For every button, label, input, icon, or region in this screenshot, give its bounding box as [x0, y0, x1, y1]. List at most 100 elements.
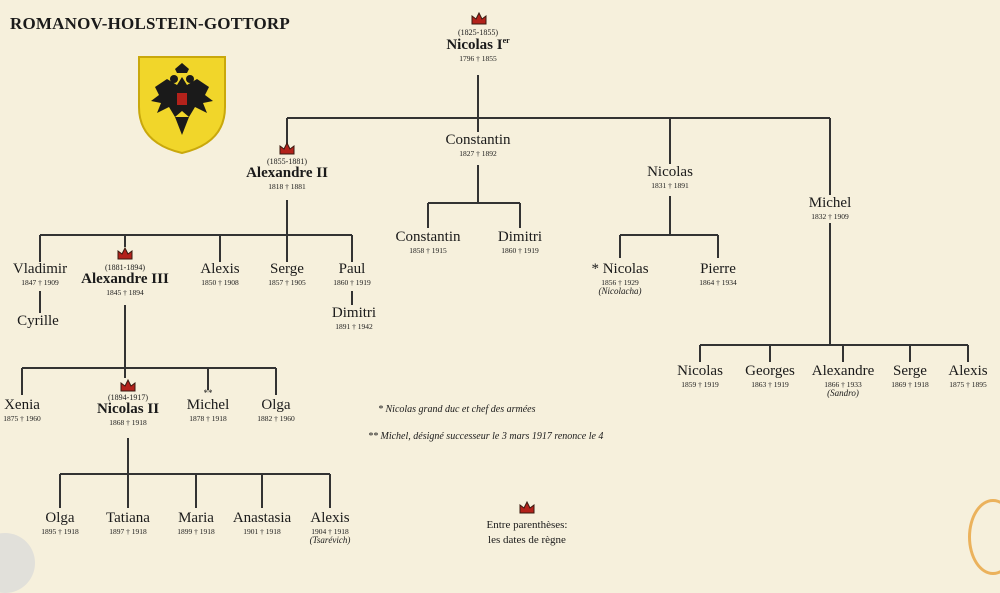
crown-icon — [117, 246, 133, 260]
person-name: Nicolas II — [96, 401, 160, 418]
life-dates: 1899 † 1918 — [177, 526, 215, 536]
node-maria: Maria 1899 † 1918 — [177, 510, 215, 536]
node-pierre: Pierre 1864 † 1934 — [699, 261, 737, 287]
node-m-alexis: Alexis 1875 † 1895 — [948, 363, 988, 389]
life-dates: 1832 † 1909 — [811, 211, 849, 221]
person-name: Dimitri — [497, 229, 543, 245]
life-dates: 1859 † 1919 — [681, 379, 719, 389]
person-name: Dimitri — [331, 305, 377, 321]
person-name: Maria — [178, 510, 214, 526]
person-name: Paul — [338, 261, 366, 277]
node-michel: Michel 1832 † 1909 — [808, 195, 852, 221]
life-dates: 1901 † 1918 — [243, 526, 281, 536]
life-dates: 1860 † 1919 — [501, 245, 539, 255]
life-dates: 1856 † 1929 — [601, 277, 639, 287]
footnote-michel: ** Michel, désigné successeur le 3 mars … — [368, 431, 604, 442]
crown-icon — [120, 378, 136, 392]
person-name: * Nicolas — [591, 261, 649, 277]
nickname: (Tsarévich) — [309, 534, 351, 545]
node-alexandre-iii: (1881-1894) Alexandre III 1845 † 1894 — [81, 263, 169, 298]
person-name: Alexandre II — [246, 165, 328, 182]
node-olga: Olga 1882 † 1960 — [257, 397, 295, 423]
node-anastasia: Anastasia 1901 † 1918 — [232, 510, 292, 536]
life-dates: 1847 † 1909 — [21, 277, 59, 287]
person-name: Constantin — [395, 229, 461, 245]
node-m-nicolas: Nicolas 1859 † 1919 — [677, 363, 723, 389]
person-name: Cyrille — [17, 313, 59, 329]
node-alexis: Alexis 1850 † 1908 — [200, 261, 240, 287]
person-name: Michel — [808, 195, 852, 211]
crown-icon — [471, 11, 487, 25]
person-name: Alexis — [200, 261, 240, 277]
life-dates: 1868 † 1918 — [109, 418, 147, 428]
node-nicolas-ii: (1894-1917) Nicolas II 1868 † 1918 — [96, 393, 160, 428]
person-name: Georges — [745, 363, 795, 379]
person-name: Constantin — [445, 132, 511, 148]
node-m-alexandre: Alexandre 1866 † 1933 (Sandro) — [811, 363, 875, 398]
life-dates: 1897 † 1918 — [109, 526, 147, 536]
node-nicolas-nicolacha: * Nicolas 1856 † 1929 (Nicolacha) — [591, 261, 649, 296]
life-dates: 1860 † 1919 — [333, 277, 371, 287]
node-nicolas: Nicolas 1831 † 1891 — [647, 164, 693, 190]
life-dates: 1866 † 1933 — [824, 379, 862, 389]
life-dates: 1875 † 1960 — [3, 413, 41, 423]
person-name: Nicolas — [677, 363, 723, 379]
node-michel-ii: Michel 1878 † 1918 — [186, 397, 230, 423]
life-dates: 1904 † 1918 — [311, 526, 349, 536]
person-name: Anastasia — [232, 510, 292, 526]
person-name: Nicolas Ier — [446, 36, 510, 54]
node-vladimir: Vladimir 1847 † 1909 — [12, 261, 68, 287]
reign-dates: (1855-1881) — [267, 157, 307, 166]
life-dates: 1869 † 1918 — [891, 379, 929, 389]
node-m-serge: Serge 1869 † 1918 — [891, 363, 929, 389]
life-dates: 1891 † 1942 — [335, 321, 373, 331]
life-dates: 1858 † 1915 — [409, 245, 447, 255]
person-name: Serge — [893, 363, 927, 379]
reign-dates: (1894-1917) — [108, 393, 148, 402]
life-dates: 1863 † 1919 — [751, 379, 789, 389]
person-name: Alexandre — [811, 363, 875, 379]
node-tatiana: Tatiana 1897 † 1918 — [106, 510, 150, 536]
person-name: Olga — [45, 510, 75, 526]
legend-line-1: Entre parenthèses: — [486, 519, 568, 531]
person-name: Tatiana — [106, 510, 150, 526]
node-olga-ii: Olga 1895 † 1918 — [41, 510, 79, 536]
coat-of-arms-icon — [138, 56, 226, 155]
person-name: Alexandre III — [81, 271, 169, 288]
node-cyrille: Cyrille — [17, 313, 59, 330]
person-name: Vladimir — [12, 261, 68, 277]
life-dates: 1857 † 1905 — [268, 277, 306, 287]
life-dates: 1878 † 1918 — [189, 413, 227, 423]
reign-dates: (1881-1894) — [105, 263, 145, 272]
reign-dates: (1825-1855) — [457, 28, 498, 37]
crown-icon — [519, 500, 535, 514]
life-dates: 1864 † 1934 — [699, 277, 737, 287]
person-name: Michel — [186, 397, 230, 413]
person-name: Nicolas — [647, 164, 693, 180]
life-dates: 1796 † 1855 — [459, 54, 497, 64]
life-dates: 1845 † 1894 — [106, 288, 144, 298]
node-constantin: Constantin 1827 † 1892 — [445, 132, 511, 158]
node-dimitri: Dimitri 1860 † 1919 — [497, 229, 543, 255]
life-dates: 1875 † 1895 — [949, 379, 987, 389]
person-name: Alexis — [948, 363, 988, 379]
node-m-georges: Georges 1863 † 1919 — [745, 363, 795, 389]
person-name: Olga — [261, 397, 291, 413]
life-dates: 1895 † 1918 — [41, 526, 79, 536]
life-dates: 1818 † 1881 — [268, 182, 306, 192]
crown-icon — [279, 141, 295, 155]
node-nicolas-i: (1825-1855) Nicolas Ier 1796 † 1855 — [446, 28, 510, 64]
node-alexis-tsarevich: Alexis 1904 † 1918 (Tsarévich) — [309, 510, 351, 545]
node-constantin-son: Constantin 1858 † 1915 — [395, 229, 461, 255]
person-name: Pierre — [700, 261, 736, 277]
node-dimitri-paul: Dimitri 1891 † 1942 — [331, 305, 377, 331]
footnote-nicolas: * Nicolas grand duc et chef des armées — [378, 404, 536, 415]
node-alexandre-ii: (1855-1881) Alexandre II 1818 † 1881 — [246, 157, 328, 192]
nickname: (Sandro) — [827, 387, 859, 398]
person-name: Alexis — [310, 510, 350, 526]
michel-successor-mark: ** — [203, 388, 213, 398]
node-xenia: Xenia 1875 † 1960 — [3, 397, 41, 423]
nickname: (Nicolacha) — [598, 285, 642, 296]
life-dates: 1827 † 1892 — [459, 148, 497, 158]
node-serge: Serge 1857 † 1905 — [268, 261, 306, 287]
